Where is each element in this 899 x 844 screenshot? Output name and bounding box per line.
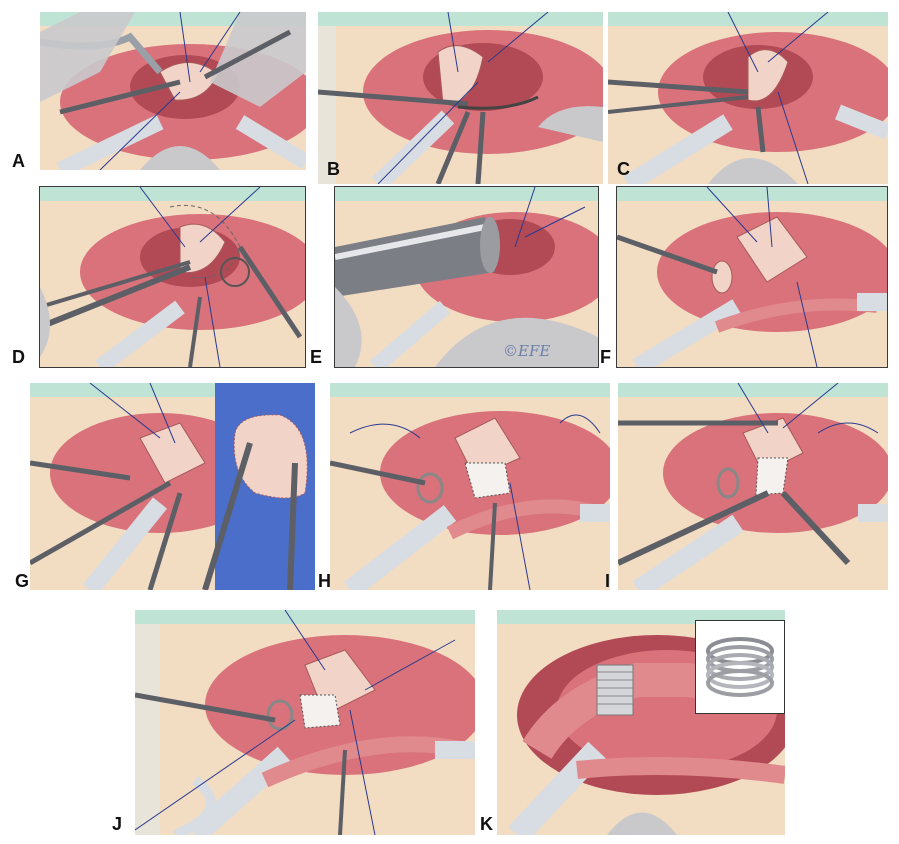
panel-label-k: K <box>480 814 493 834</box>
panel-c <box>608 12 888 184</box>
panel-f <box>616 186 888 368</box>
panel-b <box>318 12 603 184</box>
panel-j <box>135 610 475 835</box>
panel-h <box>330 383 610 590</box>
surgical-illustration-j <box>135 610 475 835</box>
surgical-illustration-i <box>618 383 888 590</box>
panel-k <box>497 610 785 835</box>
surgical-illustration-a <box>40 12 306 170</box>
panel-label-a: A <box>12 151 25 171</box>
panel-label-e: E <box>310 347 323 367</box>
panel-i <box>618 383 888 590</box>
panel-label-g: G <box>15 571 30 591</box>
panel-g <box>30 383 315 590</box>
panel-d <box>39 186 306 368</box>
annuloplasty-ring-implant <box>596 664 634 716</box>
surgical-illustration-g <box>30 383 315 590</box>
panel-label-h: H <box>318 571 331 591</box>
panel-a <box>40 12 306 170</box>
panel-label-i: I <box>605 571 611 591</box>
ring-inset <box>695 620 785 714</box>
panel-label-f: F <box>600 347 611 367</box>
copyright-mark: ©EFE <box>503 342 551 360</box>
panel-label-j: J <box>112 814 123 834</box>
panel-label-c: C <box>617 159 630 179</box>
surgical-illustration-c <box>608 12 888 184</box>
surgical-illustration-b <box>318 12 603 184</box>
surgical-illustration-f <box>617 187 887 367</box>
surgical-illustration-d <box>40 187 305 367</box>
panel-label-b: B <box>327 159 340 179</box>
panel-label-d: D <box>12 347 25 367</box>
coil-ring-icon <box>706 637 774 697</box>
surgical-illustration-h <box>330 383 610 590</box>
panel-e: ©EFE <box>334 186 599 368</box>
surgical-illustration-e <box>335 187 598 367</box>
